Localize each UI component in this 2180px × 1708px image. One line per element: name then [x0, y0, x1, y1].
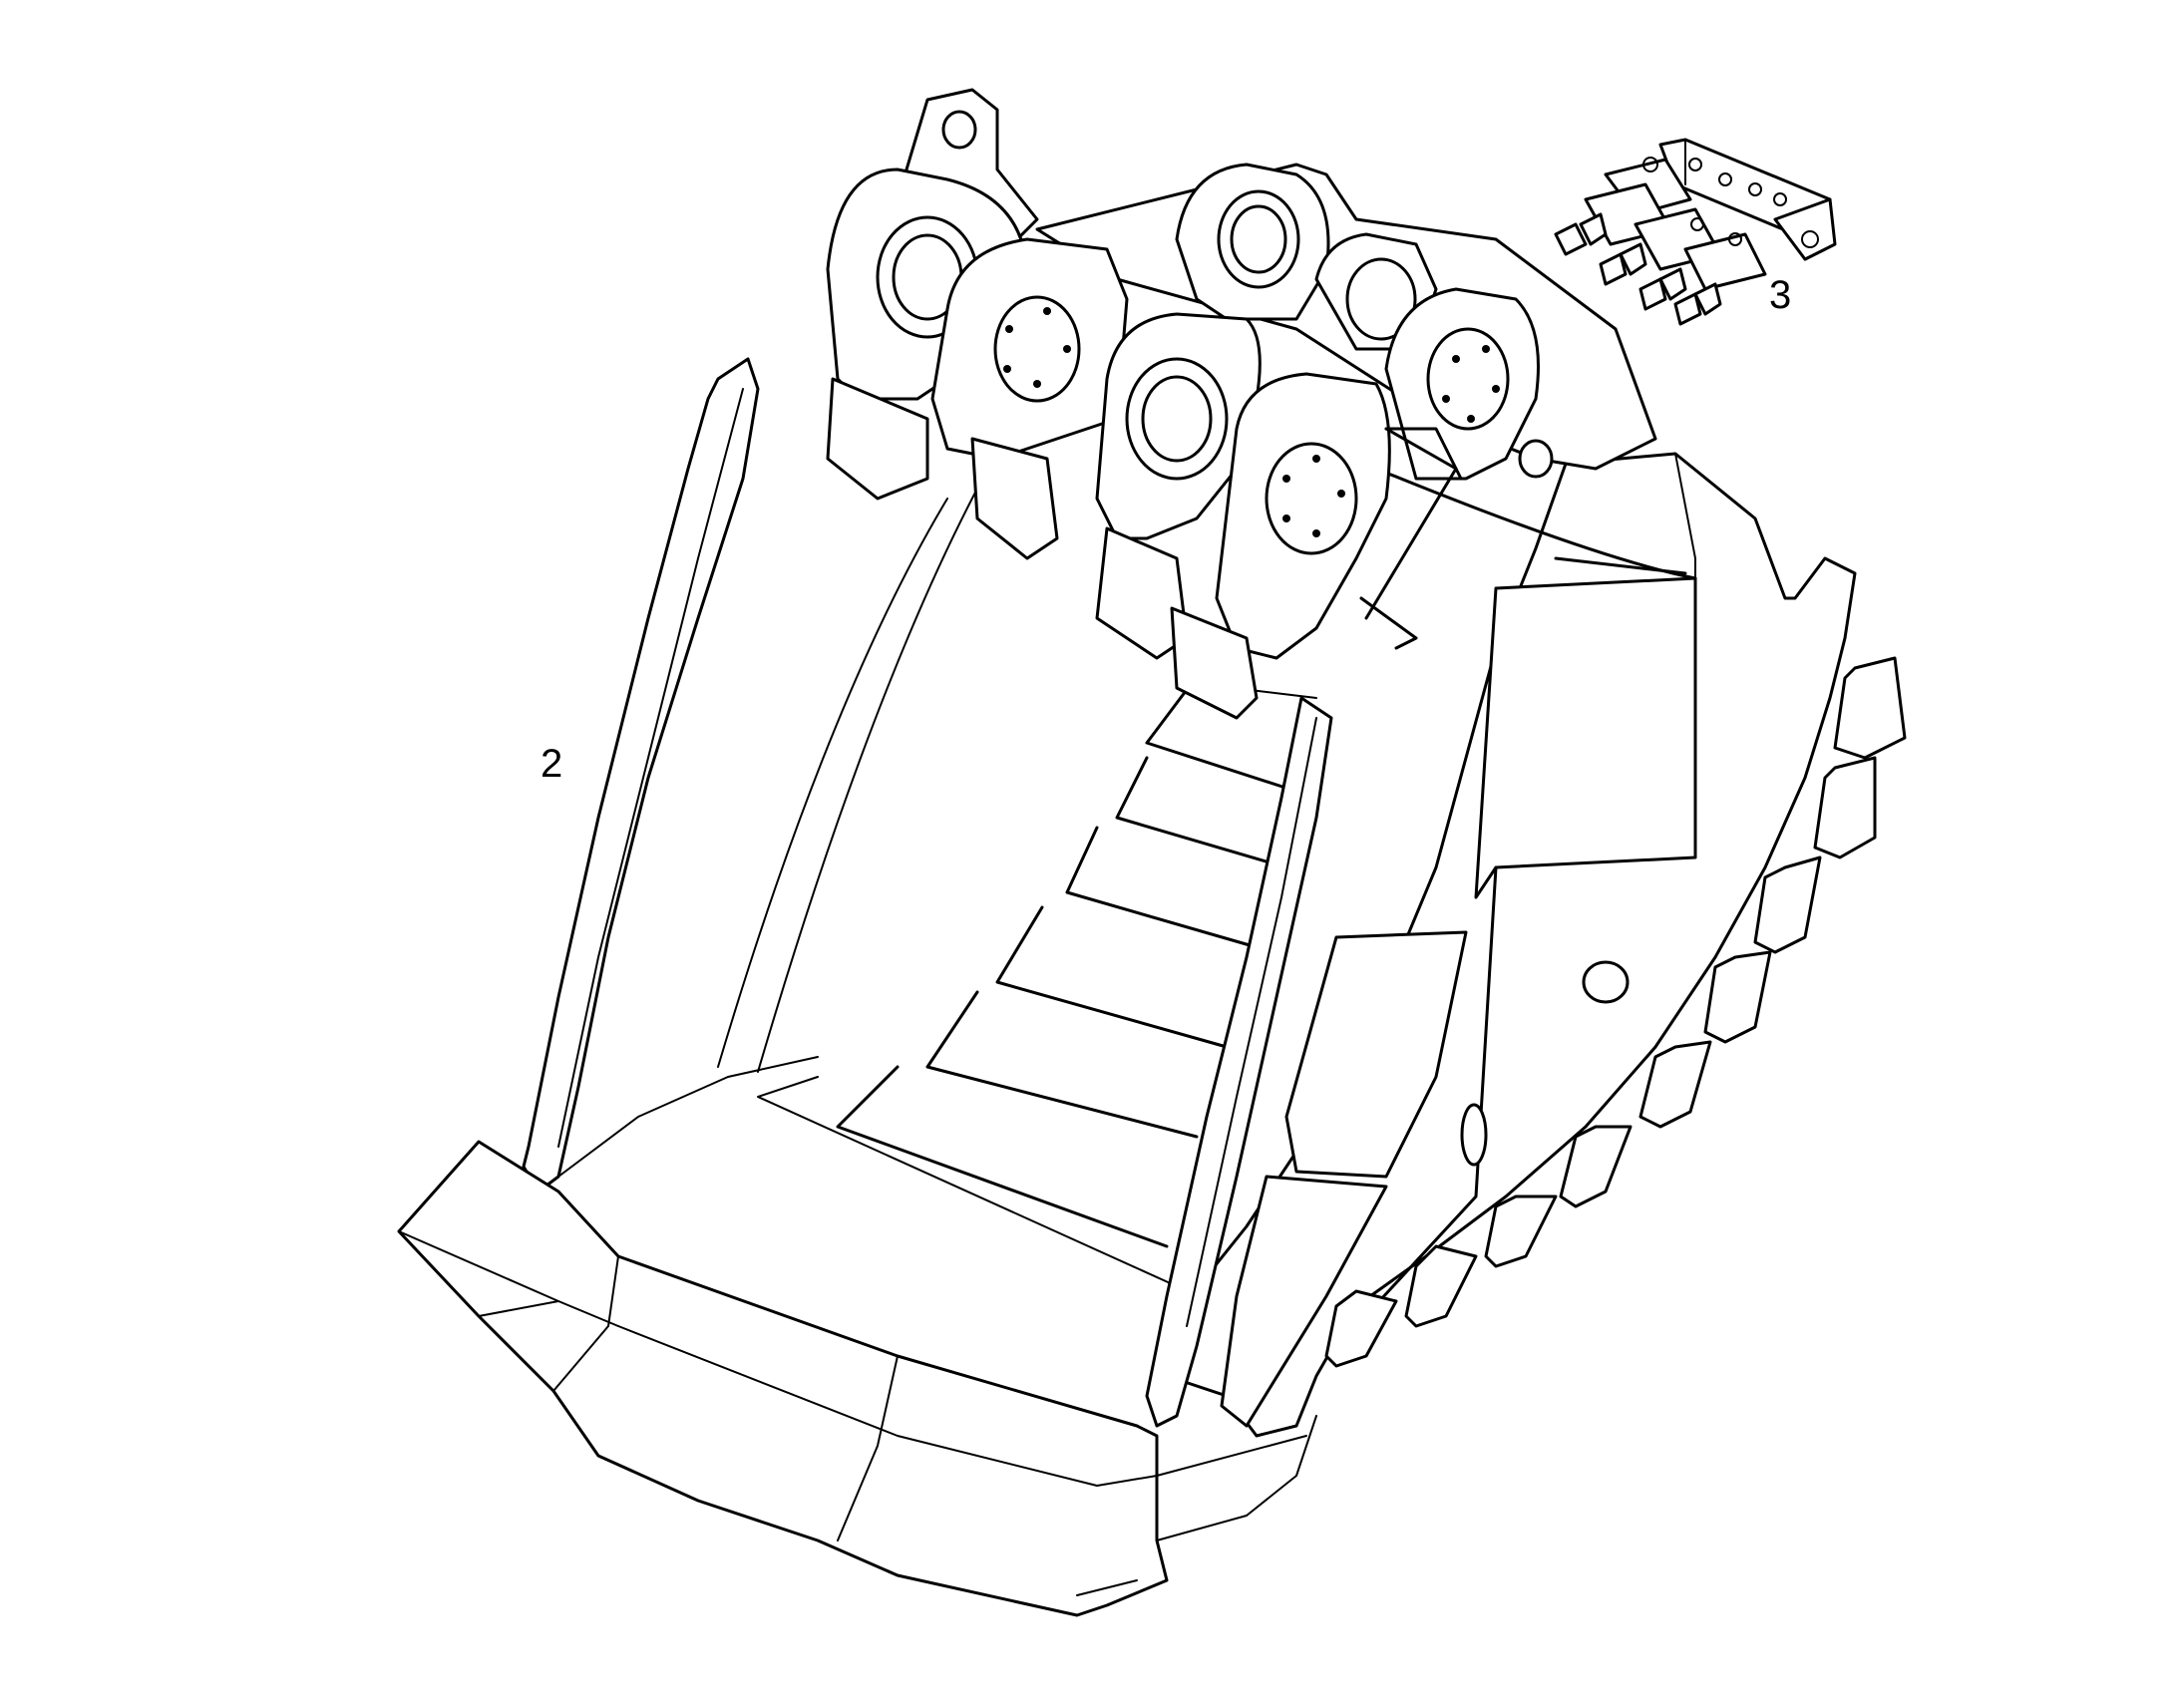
callout-grease-distributor: 3 — [1769, 273, 1792, 317]
bucket-wear-liners — [717, 488, 1318, 1287]
bucket-right-arm — [1145, 696, 1468, 1428]
callout-bucket: 2 — [541, 742, 563, 786]
bucket-teeth — [1324, 656, 1907, 1368]
grease-distributor-block — [1554, 138, 1837, 326]
bucket-mounting-lugs — [826, 88, 1657, 720]
grease-fittings — [1554, 157, 1787, 326]
bucket-drawing — [397, 88, 1907, 1617]
bucket-left-side-plate — [522, 357, 819, 1194]
bucket-cutting-edge — [397, 1140, 1317, 1617]
